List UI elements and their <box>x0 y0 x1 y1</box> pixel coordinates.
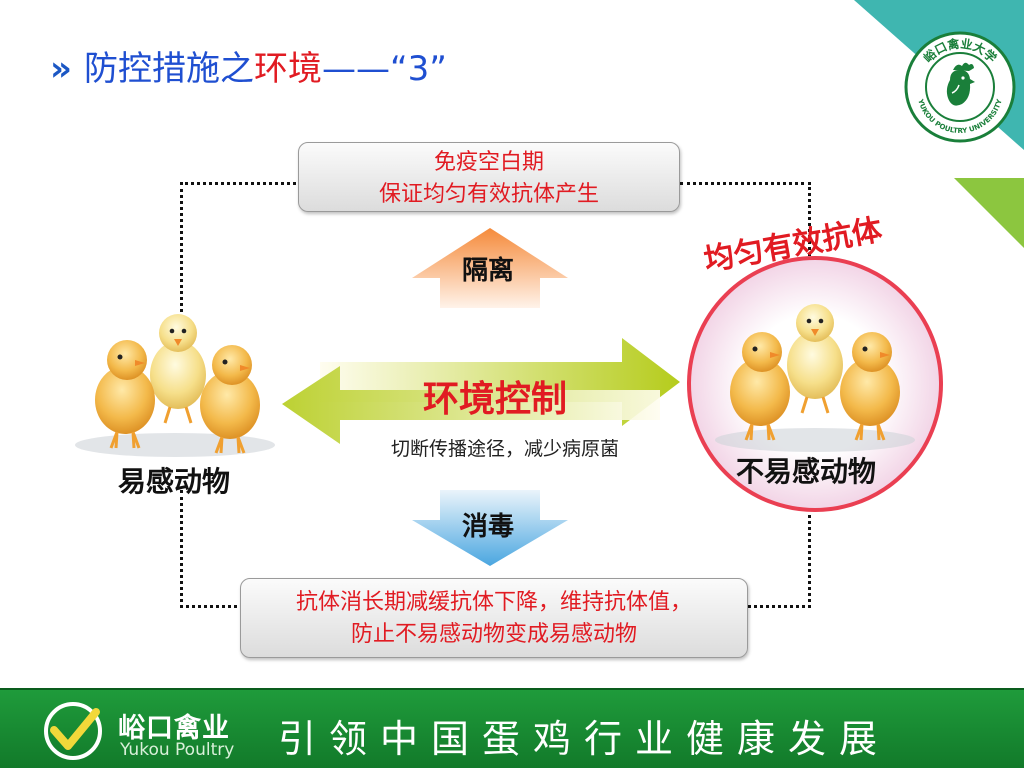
slide-title: » 防控措施之环境——“3” <box>50 44 447 94</box>
env-control-subtitle: 切断传播途径，减少病原菌 <box>390 438 619 460</box>
disinfection-arrow-down <box>412 490 568 566</box>
isolation-label: 隔离 <box>462 256 515 286</box>
immunity-gap-line1: 免疫空白期 <box>433 150 544 175</box>
env-arrow-right <box>320 338 680 426</box>
title-text: 防控措施之环境——“3” <box>84 52 447 86</box>
env-control-title: 环境控制 <box>422 378 567 420</box>
immunity-gap-box: 免疫空白期 保证均匀有效抗体产生 <box>298 142 680 212</box>
dotted-connector-bottom-right <box>748 515 811 608</box>
diagram-graphics <box>75 228 943 566</box>
susceptible-chicks-image <box>75 312 275 457</box>
isolation-arrow-up <box>412 228 568 308</box>
brand-name-cn: 峪口禽业 <box>118 713 230 744</box>
disinfection-label: 消毒 <box>462 512 515 542</box>
resistant-label: 不易感动物 <box>736 455 877 488</box>
antibody-decline-line2: 防止不易感动物变成易感动物 <box>350 622 637 647</box>
antibody-decline-box: 抗体消长期减缓抗体下降，维持抗体值， 防止不易感动物变成易感动物 <box>240 578 748 658</box>
dotted-connector-top-left <box>180 182 301 319</box>
title-part3: ——“3” <box>321 49 447 89</box>
decorative-stripe-green <box>954 178 1024 248</box>
antibody-decline-line1: 抗体消长期减缓抗体下降，维持抗体值， <box>295 590 692 615</box>
footer-banner <box>0 690 1024 768</box>
university-logo: 峪口禽业大学 YUKOU POULTRY UNIVERSITY <box>904 31 1016 143</box>
title-part2: 环境 <box>253 49 322 89</box>
brand-name-en: Yukou Poultry <box>120 740 235 760</box>
yukou-logo-icon <box>44 702 102 760</box>
rooster-icon <box>946 62 975 106</box>
dotted-connector-bottom-left <box>180 490 243 608</box>
title-part1: 防控措施之 <box>83 49 254 89</box>
susceptible-label: 易感动物 <box>118 465 231 498</box>
banner-divider <box>0 688 1024 690</box>
immunity-gap-line2: 保证均匀有效抗体产生 <box>378 182 599 207</box>
env-arrow-left <box>282 366 660 444</box>
resistant-chicks-image <box>715 302 915 452</box>
dotted-connector-top-right <box>680 182 811 303</box>
footer-slogan: 引领中国蛋鸡行业健康发展 <box>278 717 891 761</box>
